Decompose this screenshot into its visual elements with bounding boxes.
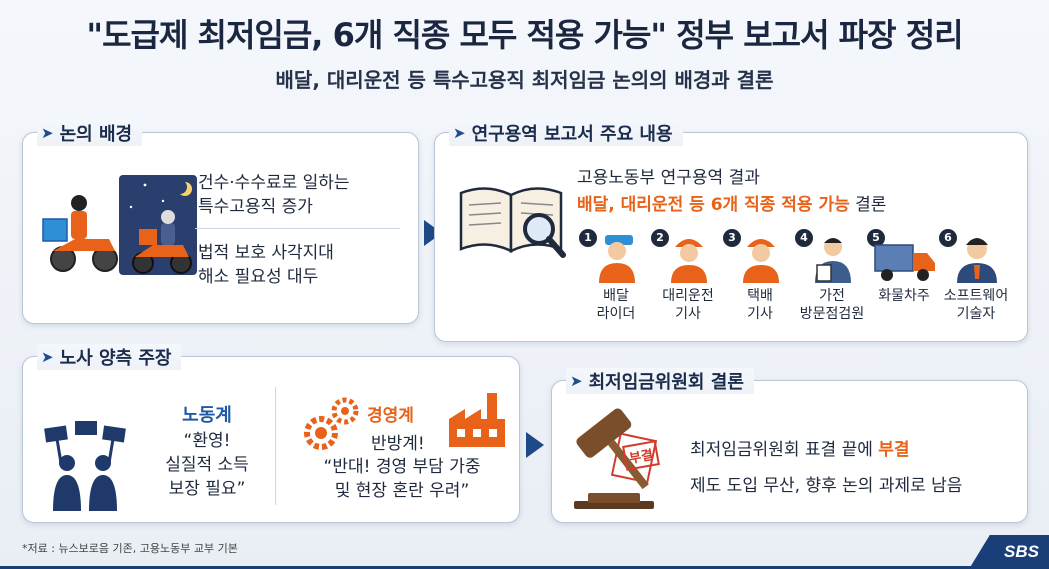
conclusion-heading-text: 최저임금위원회 결론 [588,372,744,393]
background-panel: ➤ 논의 배경 건수·수수료로 일하는 특수고용직 증가 법적 보호 사각지대 … [22,120,419,324]
positions-panel: ➤ 노사 양측 주장 노동계 “환영! 실질적 소득 보장 필요” 경영계 반방… [22,344,520,523]
protest-icon [44,421,126,511]
positions-heading-text: 노사 양측 주장 [59,348,172,369]
report-highlight: 배달, 대리운전 등 6개 직종 적용 가능 [577,195,850,215]
gears-icon [304,397,359,450]
background-point-2: 법적 보호 사각지대 해소 필요성 대두 [198,243,334,287]
source-note: *저료 : 뉴스보로음 기존, 고용노동부 교부 기본 [22,542,238,555]
sbs-logo: SBS [969,535,1049,569]
job-label: 배달 라이더 [596,288,636,322]
conclusion-line-1-prefix: 최저임금위원회 표결 끝에 [690,440,879,460]
job-label: 화물차주 [878,288,930,304]
background-heading-text: 논의 배경 [59,124,133,145]
chevron-right-icon: ➤ [453,124,466,142]
job-label: 대리운전 기사 [662,288,714,322]
divider [275,387,276,505]
chevron-right-icon: ➤ [41,124,54,142]
background-point-1: 건수·수수료로 일하는 특수고용직 증가 [198,173,350,217]
positions-heading: ➤ 노사 양측 주장 [37,344,182,370]
page-title: "도급제 최저임금, 6개 직종 모두 적용 가능" 정부 보고서 파장 정리 [86,16,963,54]
delivery-rider-icon [42,175,197,275]
labor-title: 노동계 [182,405,232,426]
conclusion-heading: ➤ 최저임금위원회 결론 [566,368,754,394]
mgmt-quote: “반대! 경영 부담 가중 및 현장 혼란 우려” [323,457,481,501]
report-panel: ➤ 연구용역 보고서 주요 내용 고용노동부 연구용역 결과 배달, 대리운전 … [434,120,1028,342]
factory-icon [449,393,505,447]
job-number: 1 [579,229,597,247]
gavel-icon [574,408,658,509]
mgmt-title: 경영계 [367,406,414,426]
truck-icon [874,244,935,281]
mgmt-sub: 반방계! [371,434,425,454]
conclusion-line-1: 최저임금위원회 표결 끝에 부결 [690,435,910,460]
rider-person-icon [599,235,635,283]
chevron-right-icon: ➤ [41,348,54,366]
report-heading-text: 연구용역 보고서 주요 내용 [471,124,673,145]
job-number: 6 [939,229,957,247]
courier-person-icon [743,239,779,283]
job-number: 3 [723,229,741,247]
job-number: 4 [795,229,813,247]
driver-person-icon [671,239,707,283]
conclusion-line-2: 제도 도입 무산, 향후 논의 과제로 남음 [690,476,963,496]
labor-quote: “환영! 실질적 소득 보장 필요” [165,431,249,499]
job-label: 소프트웨어 기술자 [943,288,1009,322]
job-label: 택배 기사 [747,288,773,322]
flow-arrow-icon [526,432,544,458]
conclusion-highlight: 부결 [878,440,910,460]
chevron-right-icon: ➤ [570,372,583,390]
report-book-icon [459,187,566,258]
job-label: 가전 방문점검원 [799,288,865,322]
background-heading: ➤ 논의 배경 [37,120,143,146]
engineer-person-icon [957,238,997,283]
job-number: 2 [651,229,669,247]
report-line-1: 고용노동부 연구용역 결과 [577,168,760,188]
conclusion-panel: ➤ 최저임금위원회 결론 부결 최저임금위원회 표결 끝에 부결 제도 도입 무… [551,368,1028,523]
inspector-person-icon [815,238,851,283]
job-number: 5 [867,229,885,247]
report-line-2-rest: 결론 [849,195,887,215]
footer-stripe [0,566,1049,569]
report-heading: ➤ 연구용역 보고서 주요 내용 [449,120,683,146]
report-line-2: 배달, 대리운전 등 6개 직종 적용 가능 결론 [577,190,886,215]
job-list: 1 배달 라이더 2 대리운전 기사 3 택배 기사 [573,229,1023,339]
page-subtitle: 배달, 대리운전 등 특수고용직 최저임금 논의의 배경과 결론 [275,68,774,92]
divider [195,228,400,229]
